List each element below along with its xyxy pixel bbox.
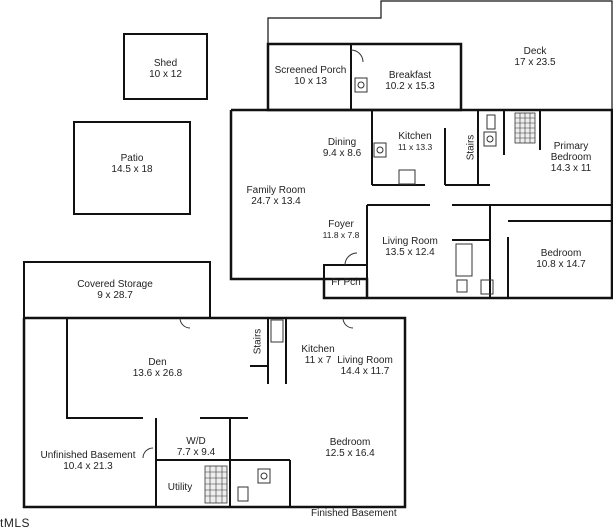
room-label-patio: Patio 14.5 x 18 [74,153,190,175]
room-dims: 10 x 13 [294,76,327,87]
room-dims: 24.7 x 13.4 [251,196,301,207]
basement-walls [22,316,407,509]
room-name: Kitchen [301,344,335,355]
room-label-deck: Deck 17 x 23.5 [490,46,580,68]
door-swing [350,49,364,63]
room-dims: 10.8 x 14.7 [536,259,586,270]
room-label-kitchen-main: Kitchen 11 x 13.3 [390,131,440,153]
room-name: Dining [327,137,357,148]
room-dims: 17 x 23.5 [514,57,556,68]
deck-outline [267,0,613,110]
bathtub-fixture [455,243,473,277]
room-name: Kitchen [398,131,432,142]
patio-outline [73,121,191,215]
room-dims: 10.2 x 15.3 [385,81,435,92]
mls-logo: tMLS [0,516,31,530]
room-name: Family Room [246,185,306,196]
room-dims: 10 x 12 [149,69,182,80]
sink-fixture [257,468,271,484]
room-label-living-room-basement: Living Room 14.4 x 11.7 [333,355,397,377]
room-label-breakfast: Breakfast 10.2 x 15.3 [370,70,450,92]
room-dims: 7.7 x 9.4 [176,447,216,458]
door-swing [344,252,358,266]
room-name: Breakfast [388,70,432,81]
room-dims: 9.4 x 8.6 [322,148,362,159]
room-name: Den [148,357,167,368]
room-dims: 13.6 x 26.8 [132,368,183,379]
room-label-shed: Shed 10 x 12 [124,58,207,80]
toilet-fixture [456,279,468,293]
sink-fixture [483,131,497,147]
room-label-wd: W/D 7.7 x 9.4 [170,436,222,458]
room-name: Bedroom [540,248,582,259]
room-name-line2: Bedroom [550,152,592,163]
room-label-living-room-main: Living Room 13.5 x 12.4 [375,236,445,258]
sink-fixture [354,77,368,93]
room-name: W/D [186,436,206,447]
room-label-covered-storage: Covered Storage 9 x 28.7 [60,279,170,301]
basement-kitchen-fixture [270,319,284,343]
toilet-fixture [486,114,496,130]
door-swing [142,447,154,459]
room-name: Covered Storage [77,279,153,290]
door-swing [342,317,354,329]
room-label-utility: Utility [160,482,200,493]
room-name: Shed [153,58,178,69]
room-label-front-porch: Fr Pch [326,277,366,288]
plan-caption: Finished Basement [311,508,397,519]
room-label-family-room: Family Room 24.7 x 13.4 [236,185,316,207]
room-name: Fr Pch [331,277,361,288]
room-label-foyer: Foyer 11.8 x 7.8 [315,219,367,241]
room-name: Patio [120,153,144,164]
room-label-bedroom-main: Bedroom 10.8 x 14.7 [525,248,597,270]
range-fixture [398,169,416,185]
sink-fixture [480,279,494,295]
sink-fixture [373,142,387,158]
room-dims: 11 x 7 [304,355,332,366]
room-name: Utility [167,482,193,493]
room-dims: 12.5 x 16.4 [325,448,375,459]
room-name: Deck [523,46,547,57]
room-name: Screened Porch [274,65,347,76]
room-dims: 11.8 x 7.8 [322,230,360,240]
door-swing [179,317,191,329]
shed-outline [123,33,208,100]
room-name: Unfinished Basement [40,450,136,461]
room-dims: 9 x 28.7 [97,290,133,301]
room-label-bedroom-basement: Bedroom 12.5 x 16.4 [312,437,388,459]
room-label-screened-porch: Screened Porch 10 x 13 [268,65,353,87]
room-name: Bedroom [329,437,371,448]
stairs-label-main: Stairs [465,134,477,161]
room-dims: 10.4 x 21.3 [63,461,113,472]
room-label-primary-bedroom: Primary Bedroom 14.3 x 11 [542,141,600,174]
room-label-den: Den 13.6 x 26.8 [120,357,195,379]
room-name: Foyer [328,219,354,230]
room-dims: 11 x 13.3 [397,142,433,152]
toilet-fixture [237,486,249,502]
room-dims: 14.5 x 18 [111,164,153,175]
room-dims: 14.4 x 11.7 [340,366,390,377]
room-dims: 14.3 x 11 [550,163,592,174]
room-label-dining: Dining 9.4 x 8.6 [310,137,374,159]
room-dims: 13.5 x 12.4 [385,247,435,258]
room-label-unfinished-basement: Unfinished Basement 10.4 x 21.3 [28,450,148,472]
room-name-line1: Primary [553,141,589,152]
room-name: Living Room [337,355,393,366]
stairs-label-basement: Stairs [252,328,264,355]
room-label-kitchen-basement: Kitchen 11 x 7 [294,344,342,366]
room-name: Living Room [382,236,438,247]
